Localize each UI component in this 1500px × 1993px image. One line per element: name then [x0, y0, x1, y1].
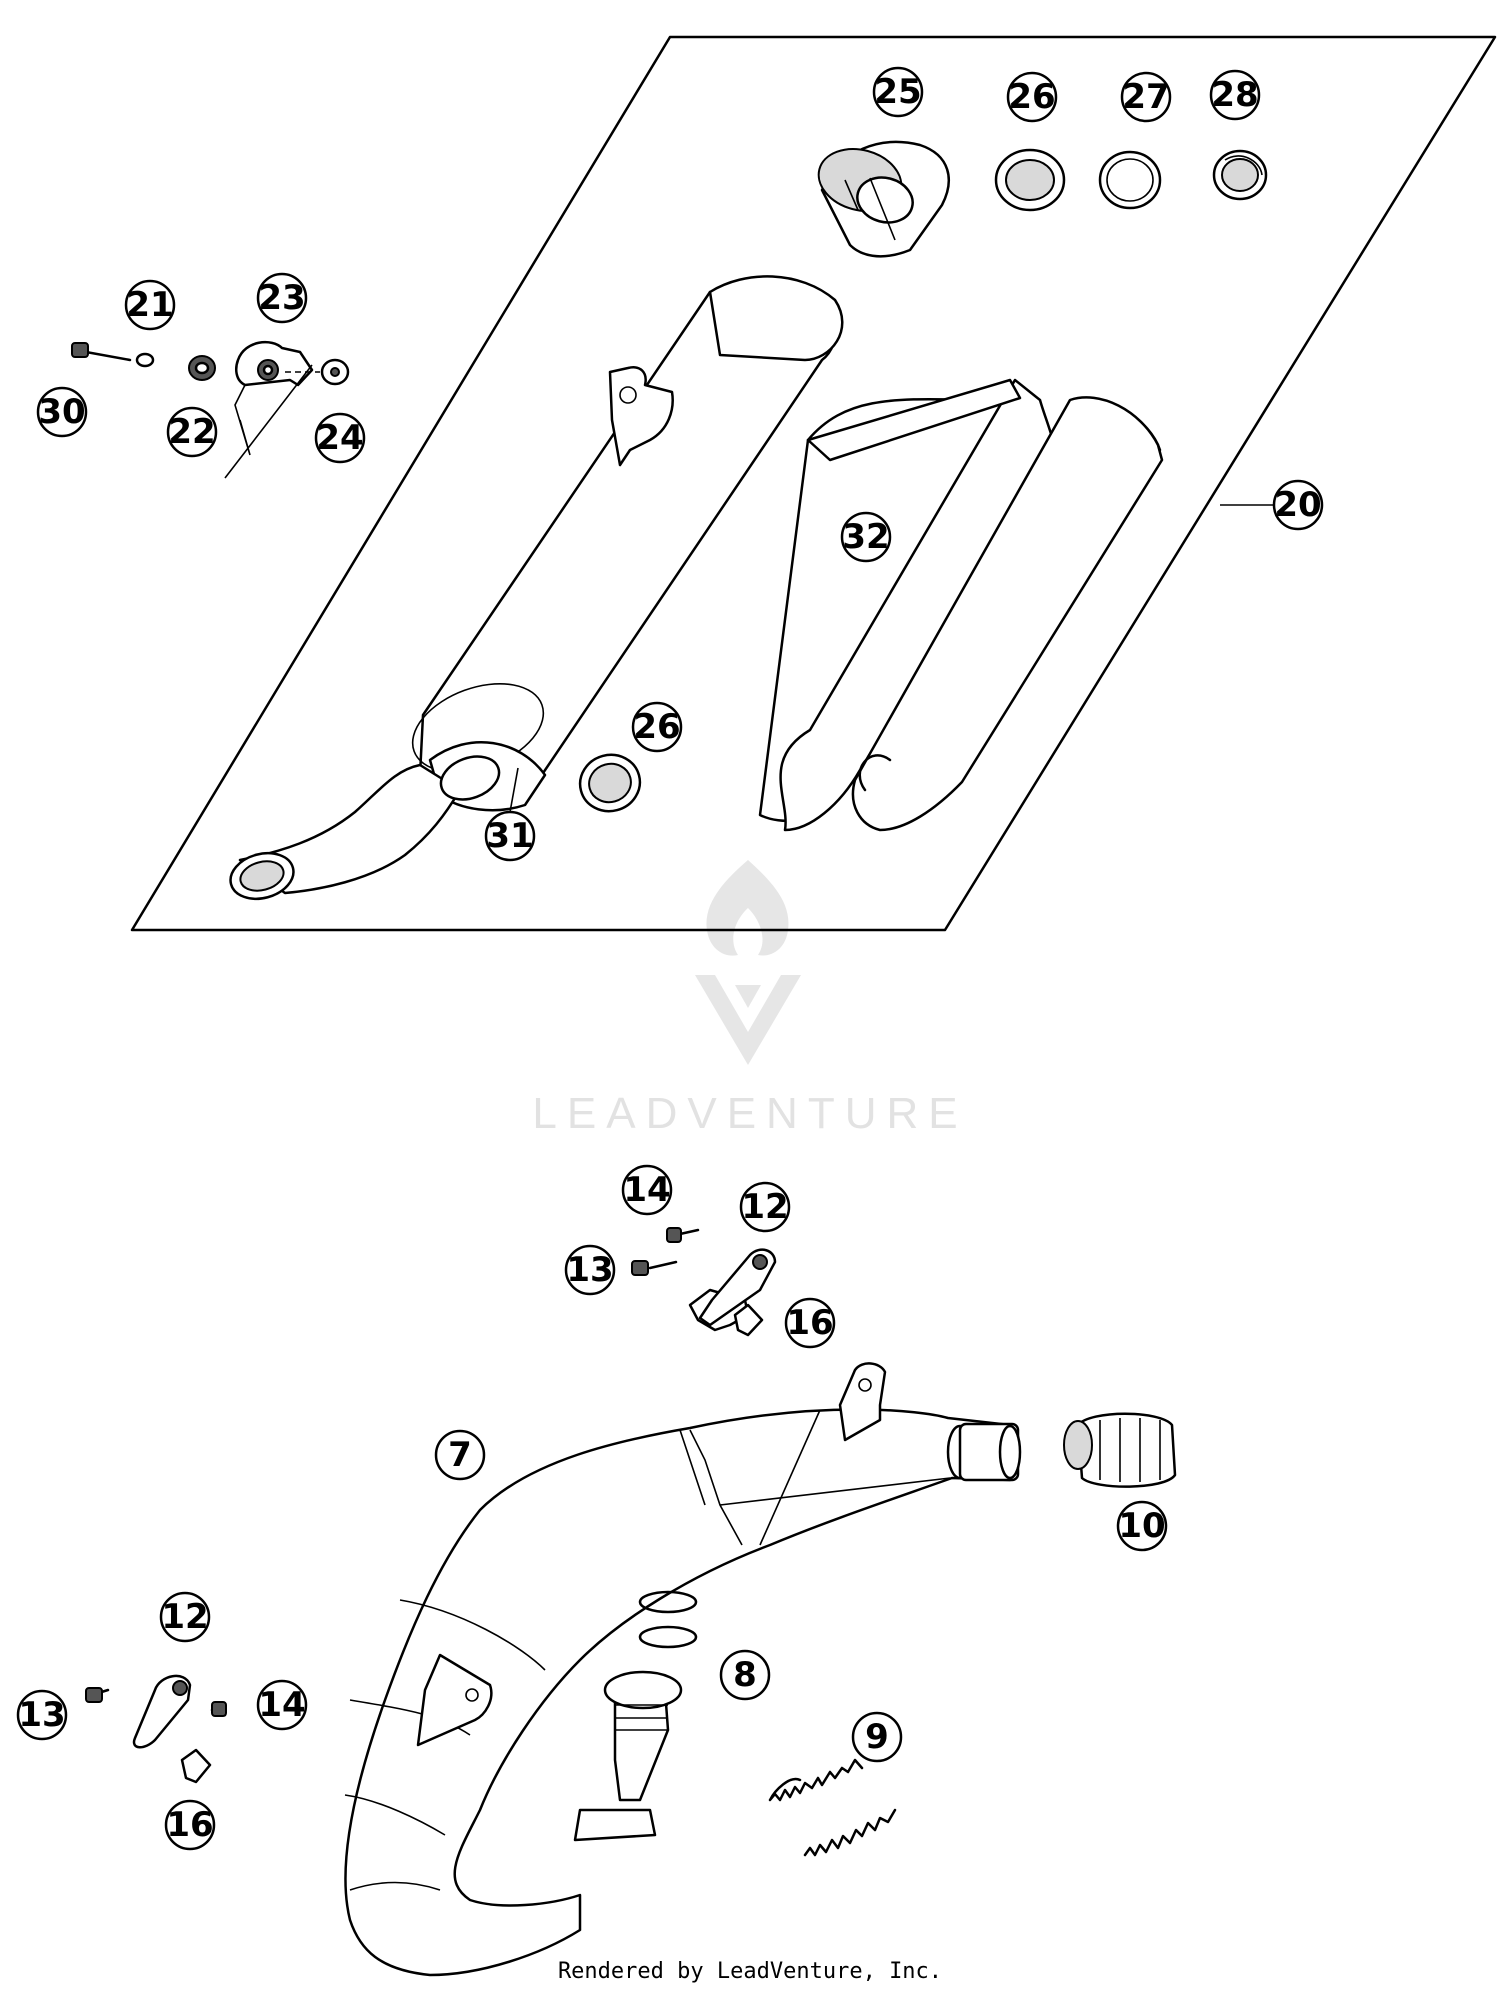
svg-text:21: 21: [126, 285, 173, 325]
svg-text:14: 14: [258, 1685, 305, 1725]
callout-26-top: 26: [1006, 71, 1058, 123]
callout-23: 23: [256, 272, 308, 324]
svg-text:25: 25: [874, 72, 921, 112]
bracket-hardware-lower: [85, 1674, 227, 1784]
cap-end-piece: [817, 140, 950, 258]
svg-text:23: 23: [258, 278, 305, 318]
watermark-brand-text: LEADVENTURE: [532, 1089, 967, 1138]
callout-21: 21: [124, 279, 176, 331]
springs: [768, 1758, 897, 1857]
svg-text:26: 26: [633, 707, 680, 747]
svg-text:9: 9: [865, 1717, 889, 1757]
washer-ring-26-lower: [578, 753, 642, 813]
callout-27: 27: [1120, 71, 1172, 123]
callout-28: 28: [1209, 69, 1261, 121]
svg-text:12: 12: [161, 1597, 208, 1637]
callout-30: 30: [36, 386, 88, 438]
svg-text:13: 13: [18, 1695, 65, 1735]
callout-10: 10: [1116, 1500, 1168, 1552]
callout-12-lower: 12: [159, 1591, 211, 1643]
silencer-body: [229, 275, 844, 901]
callout-8: 8: [719, 1649, 771, 1701]
svg-text:30: 30: [38, 392, 85, 432]
svg-text:26: 26: [1008, 77, 1055, 117]
exhaust-seals: [638, 1590, 698, 1649]
svg-text:22: 22: [168, 412, 215, 452]
callout-9: 9: [851, 1711, 903, 1763]
svg-text:14: 14: [623, 1170, 670, 1210]
silencer-assembly-panel: [130, 35, 1497, 932]
header-pipe: [344, 1362, 1022, 1977]
svg-text:24: 24: [316, 418, 363, 458]
callout-24: 24: [314, 412, 366, 464]
svg-text:7: 7: [448, 1435, 472, 1475]
callout-12-top: 12: [739, 1181, 791, 1233]
callout-22: 22: [166, 406, 218, 458]
svg-text:12: 12: [741, 1187, 788, 1227]
callout-20: 20: [1220, 479, 1324, 531]
svg-text:10: 10: [1118, 1506, 1165, 1546]
callout-7: 7: [434, 1429, 486, 1481]
callout-16-top: 16: [784, 1297, 836, 1349]
callout-31: 31: [484, 767, 536, 862]
callout-14-lower: 14: [256, 1679, 308, 1731]
svg-text:32: 32: [842, 517, 889, 557]
svg-text:20: 20: [1274, 485, 1321, 525]
clamp-ring-28: [1212, 149, 1268, 201]
callout-32: 32: [840, 511, 892, 563]
svg-text:28: 28: [1211, 75, 1258, 115]
leadventure-watermark-logo: LEADVENTURE: [532, 860, 967, 1138]
footer-credit: Rendered by LeadVenture, Inc.: [558, 1959, 942, 1984]
seal-ring-27: [1098, 150, 1162, 210]
svg-text:27: 27: [1122, 77, 1169, 117]
callout-14-top: 14: [621, 1164, 673, 1216]
washer-ring-26-top: [994, 148, 1066, 212]
svg-text:31: 31: [486, 816, 533, 856]
svg-text:8: 8: [733, 1655, 757, 1695]
svg-text:13: 13: [566, 1250, 613, 1290]
callout-26-lower: 26: [631, 701, 683, 753]
svg-text:16: 16: [166, 1805, 213, 1845]
callout-13-lower: 13: [16, 1689, 68, 1741]
callout-25: 25: [872, 66, 924, 118]
callout-13-top: 13: [564, 1244, 616, 1296]
rubber-sleeve: [1063, 1412, 1177, 1488]
silencer-mount-hardware: [71, 340, 350, 479]
callout-16-lower: 16: [164, 1799, 216, 1851]
bracket-hardware-top: [631, 1227, 777, 1337]
svg-text:16: 16: [786, 1303, 833, 1343]
silencer-outer-sleeve: [758, 378, 1164, 832]
